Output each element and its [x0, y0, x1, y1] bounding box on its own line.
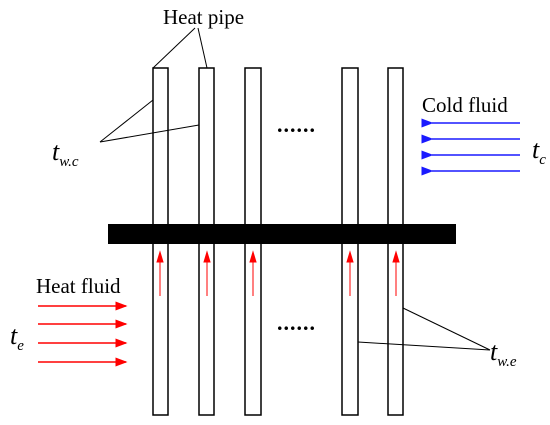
ellipsis-bottom: ......	[277, 310, 316, 335]
inner-flow-arrow-3	[249, 250, 257, 296]
leader-heat-pipe-right	[197, 27, 208, 69]
inner-flow-arrow-5	[392, 250, 400, 296]
leader-twe-right	[402, 307, 491, 351]
leader-lines	[99, 27, 491, 351]
cold-fluid-label: Cold fluid	[422, 93, 508, 117]
inner-flow-arrow-4	[346, 250, 354, 296]
leader-twe-left	[357, 341, 491, 351]
twc-label: tw.c	[52, 137, 79, 170]
twe-label: tw.e	[490, 337, 517, 370]
inner-flow-arrow-2	[203, 250, 211, 296]
inner-flow-arrow-1	[156, 250, 164, 296]
leader-heat-pipe-left	[152, 27, 196, 69]
tc-label: tc	[532, 135, 546, 168]
leader-twc-left	[99, 99, 154, 143]
leader-twc-right	[99, 124, 200, 143]
heat-fluid-arrows	[38, 301, 128, 367]
heat-fluid-label: Heat fluid	[36, 274, 121, 298]
heat-pipe-label: Heat pipe	[163, 5, 244, 29]
ellipsis-top: ......	[277, 112, 316, 137]
te-label: te	[10, 321, 24, 354]
separator-plate	[108, 224, 456, 244]
cold-fluid-arrows	[421, 118, 520, 176]
inner-flow-arrows	[156, 250, 400, 296]
